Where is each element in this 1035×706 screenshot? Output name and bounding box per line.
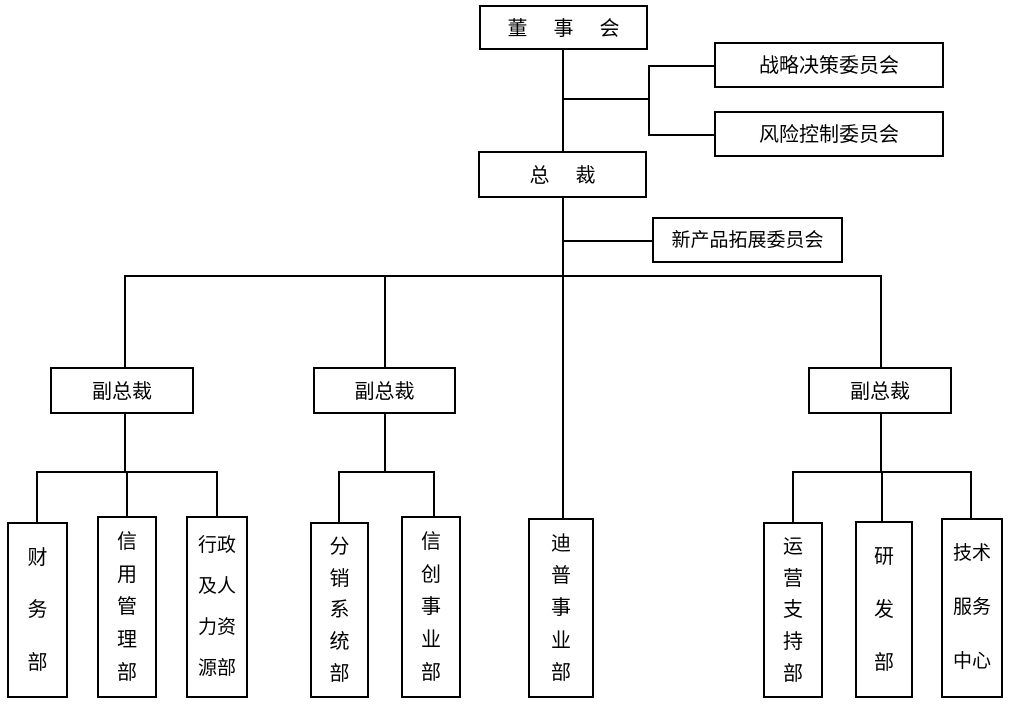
node-dptech-dept[interactable]: 迪 普 事 业 部	[528, 518, 594, 698]
node-board[interactable]: 董事会	[479, 5, 648, 50]
connector-board-to-president	[562, 50, 564, 151]
char-line: 部	[551, 660, 571, 685]
char-line: 部	[783, 660, 803, 685]
connector-bus-drop-vp-right	[880, 275, 882, 367]
node-vp-right[interactable]: 副总裁	[808, 367, 952, 414]
node-new-product-committee[interactable]: 新产品拓展委员会	[652, 217, 843, 263]
connector-drop-ops-support	[792, 471, 794, 522]
node-president-label: 总裁	[529, 162, 622, 187]
connector-drop-xinchuang	[433, 471, 435, 522]
node-vp-mid[interactable]: 副总裁	[313, 367, 456, 414]
char-line: 分	[329, 534, 350, 559]
char-line: 统	[329, 629, 350, 654]
char-line: 部	[874, 650, 894, 674]
node-new-product-committee-label: 新产品拓展委员会	[671, 228, 824, 251]
node-xinchuang-dept[interactable]: 信 创 事 业 部	[401, 516, 461, 698]
char-line: 行政	[197, 533, 236, 556]
char-line: 事	[551, 595, 571, 620]
char-line: 力资	[197, 615, 236, 638]
char-line: 迪	[551, 530, 571, 555]
node-credit-mgmt-dept-label: 信 用 管 理 部	[99, 518, 155, 696]
node-board-label: 董事会	[507, 15, 646, 40]
char-line: 业	[421, 627, 441, 652]
connector-bus-drop-vp-left	[124, 275, 126, 367]
char-line: 发	[874, 597, 894, 621]
node-strategy-committee[interactable]: 战略决策委员会	[714, 42, 944, 88]
char-line: 普	[551, 563, 571, 588]
connector-to-new-product-committee	[562, 240, 654, 242]
char-line: 系	[329, 597, 350, 622]
connector-drop-tech-service	[970, 471, 972, 522]
char-line: 信	[421, 528, 441, 553]
char-line: 部	[27, 650, 48, 675]
char-line: 技术	[952, 542, 991, 565]
node-admin-hr-dept-label: 行政 及人 力资 源部	[188, 518, 246, 696]
char-line: 研	[874, 544, 894, 568]
node-vp-right-label: 副总裁	[850, 378, 910, 403]
char-line: 信	[117, 528, 137, 553]
node-ops-support-dept[interactable]: 运 营 支 持 部	[763, 522, 823, 698]
node-risk-committee-label: 风险控制委员会	[759, 122, 899, 146]
char-line: 创	[421, 561, 441, 586]
char-line: 源部	[197, 656, 236, 679]
node-vp-left-label: 副总裁	[92, 378, 152, 403]
node-risk-committee[interactable]: 风险控制委员会	[714, 111, 944, 157]
node-distribution-dept[interactable]: 分 销 系 统 部	[310, 522, 369, 698]
connector-vp-bus	[124, 275, 882, 277]
node-ops-support-dept-label: 运 营 支 持 部	[765, 524, 821, 696]
node-strategy-committee-label: 战略决策委员会	[759, 53, 899, 77]
node-credit-mgmt-dept[interactable]: 信 用 管 理 部	[97, 516, 157, 698]
node-tech-service-center[interactable]: 技术 服务 中心	[941, 518, 1003, 698]
connector-vp-mid-bus	[338, 471, 435, 473]
connector-vp-mid-stem	[384, 414, 386, 473]
node-distribution-dept-label: 分 销 系 统 部	[312, 524, 367, 696]
char-line: 理	[117, 627, 137, 652]
node-rd-dept[interactable]: 研 发 部	[855, 521, 913, 698]
char-line: 营	[783, 565, 803, 590]
connector-president-trunk	[562, 198, 564, 523]
node-xinchuang-dept-label: 信 创 事 业 部	[403, 518, 459, 696]
connector-drop-distribution	[338, 471, 340, 522]
char-line: 支	[783, 597, 803, 622]
char-line: 服务	[952, 596, 991, 619]
connector-to-strategy-committee	[648, 65, 716, 67]
node-vp-mid-label: 副总裁	[354, 378, 415, 403]
char-line: 业	[551, 627, 571, 652]
char-line: 部	[421, 660, 441, 685]
connector-committee-elbow	[648, 65, 650, 136]
node-rd-dept-label: 研 发 部	[857, 523, 911, 696]
connector-board-to-committees-stub	[562, 98, 650, 100]
node-dptech-dept-label: 迪 普 事 业 部	[530, 520, 592, 696]
node-admin-hr-dept[interactable]: 行政 及人 力资 源部	[186, 516, 248, 698]
connector-vp-left-stem	[124, 414, 126, 473]
char-line: 及人	[197, 574, 236, 597]
char-line: 事	[421, 594, 441, 619]
connector-vp-right-stem	[880, 414, 882, 473]
char-line: 务	[27, 597, 48, 622]
char-line: 销	[329, 565, 350, 590]
node-tech-service-center-label: 技术 服务 中心	[943, 520, 1001, 696]
node-vp-left[interactable]: 副总裁	[50, 367, 194, 414]
connector-drop-finance	[36, 471, 38, 522]
char-line: 财	[27, 544, 48, 569]
char-line: 中心	[952, 650, 991, 673]
char-line: 持	[783, 629, 803, 654]
node-finance-dept-label: 财 务 部	[9, 524, 66, 696]
connector-drop-admin-hr	[216, 471, 218, 522]
connector-drop-credit-mgmt	[126, 471, 128, 522]
char-line: 部	[329, 660, 350, 685]
char-line: 部	[117, 660, 137, 685]
node-president[interactable]: 总裁	[478, 151, 647, 198]
char-line: 管	[117, 594, 137, 619]
connector-drop-rd	[881, 471, 883, 522]
char-line: 用	[117, 561, 137, 586]
connector-to-risk-committee	[648, 134, 716, 136]
node-finance-dept[interactable]: 财 务 部	[7, 522, 68, 698]
connector-bus-drop-vp-mid	[384, 275, 386, 367]
char-line: 运	[783, 534, 803, 559]
